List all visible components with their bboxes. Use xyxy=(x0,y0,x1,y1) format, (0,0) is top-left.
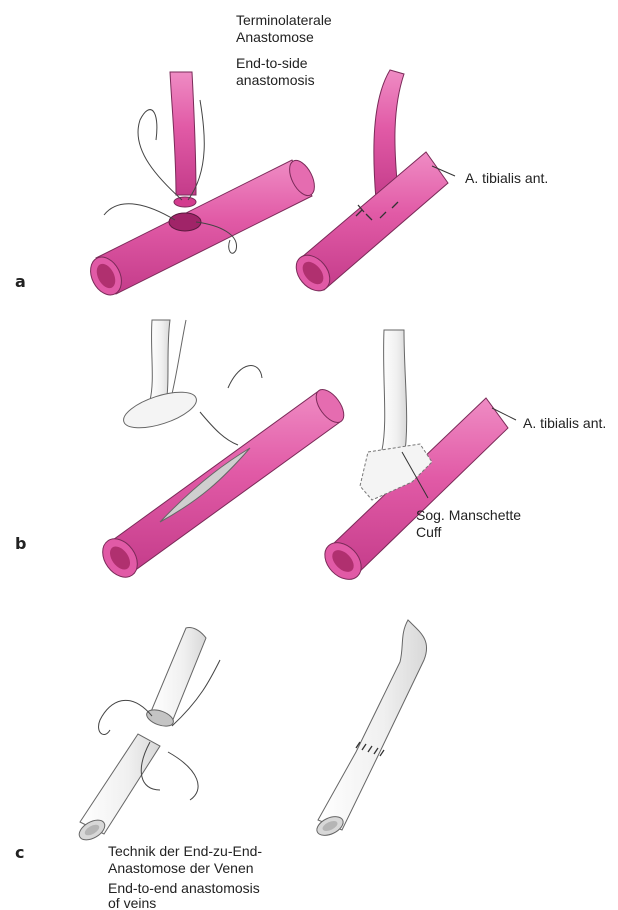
graft-artery xyxy=(170,72,196,195)
caption-a-de-1: Terminolaterale xyxy=(236,12,332,29)
panel-b-left-drawing xyxy=(96,320,350,584)
caption-a-en-2: anastomosis xyxy=(236,72,315,89)
cuff-label-de: Sog. Manschette xyxy=(416,507,521,524)
recipient-artery-b-right xyxy=(332,398,508,577)
panel-letter-a: a xyxy=(15,272,26,291)
panel-b-right-drawing xyxy=(318,330,516,587)
caption-a-de-2: Anastomose xyxy=(236,29,314,46)
panel-letter-c: c xyxy=(15,843,24,862)
vein-segment-upper xyxy=(150,627,206,722)
panel-letter-b: b xyxy=(15,534,26,553)
caption-a-en-1: End-to-side xyxy=(236,55,308,72)
caption-c-de-1: Technik der End-zu-End- xyxy=(108,843,262,860)
vein-joined xyxy=(318,620,427,830)
artery-label-a: A. tibialis ant. xyxy=(465,170,548,187)
cuff-label-en: Cuff xyxy=(416,524,441,541)
caption-c-de-2: Anastomose der Venen xyxy=(108,860,254,877)
panel-c-left-drawing xyxy=(76,627,220,843)
recipient-artery-left xyxy=(96,160,312,294)
vein-graft-b-joined xyxy=(382,330,407,460)
artery-label-b: A. tibialis ant. xyxy=(523,415,606,432)
caption-c-en-2: of veins xyxy=(108,895,156,910)
panel-c-right-drawing xyxy=(314,620,427,839)
vein-graft-b xyxy=(150,320,170,404)
panel-a-left-drawing xyxy=(84,72,319,300)
vein-segment-lower xyxy=(80,734,160,834)
